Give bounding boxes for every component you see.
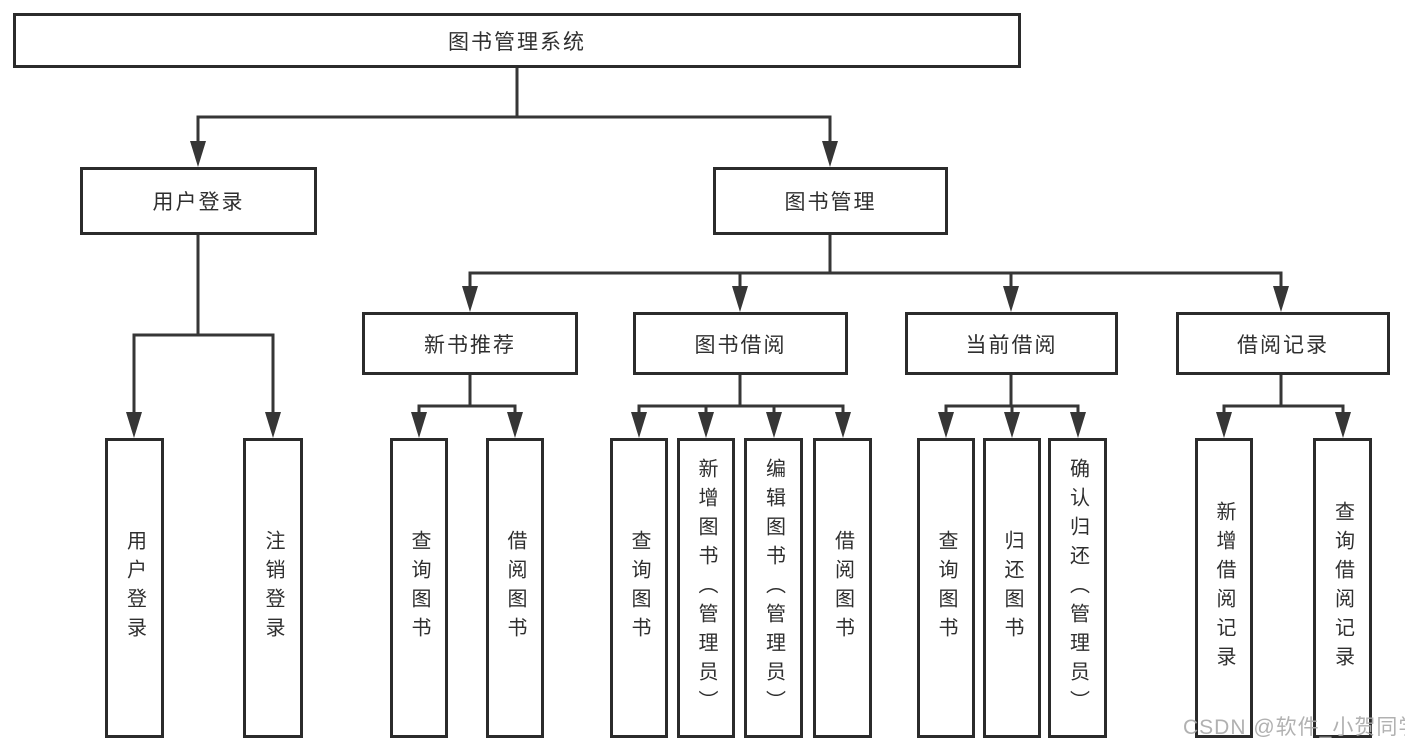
leaf-confirm-return-admin: 确认归还（管理员） [1048, 438, 1107, 738]
leaf-user-login: 用户登录 [105, 438, 164, 738]
leaf-return-book: 归还图书 [983, 438, 1041, 738]
arrow-down-icon [1216, 412, 1232, 438]
connector-book-management-children [462, 235, 1289, 312]
arrow-down-icon [126, 412, 142, 438]
leaf-query-book-recommend: 查询图书 [390, 438, 448, 738]
node-borrow-record: 借阅记录 [1176, 312, 1390, 375]
node-book-borrow: 图书借阅 [633, 312, 848, 375]
arrow-down-icon [411, 412, 427, 438]
arrow-down-icon [1003, 286, 1019, 312]
node-label: 注销登录 [262, 530, 284, 646]
arrow-down-icon [265, 412, 281, 438]
leaf-edit-book-admin: 编辑图书（管理员） [744, 438, 803, 738]
connector-user-login-children [126, 235, 281, 438]
arrow-down-icon [1004, 412, 1020, 438]
arrow-down-icon [507, 412, 523, 438]
node-label: 编辑图书（管理员） [762, 457, 785, 719]
arrow-down-icon [822, 141, 838, 167]
node-label: 图书管理系统 [448, 30, 586, 54]
node-book-management: 图书管理 [713, 167, 948, 235]
leaf-borrow-book-recommend: 借阅图书 [486, 438, 544, 738]
node-label: 新增借阅记录 [1213, 501, 1235, 675]
arrow-down-icon [190, 141, 206, 167]
node-root: 图书管理系统 [13, 13, 1021, 68]
node-label: 借阅图书 [504, 530, 526, 646]
arrow-down-icon [766, 412, 782, 438]
node-label: 查询借阅记录 [1331, 501, 1354, 675]
node-label: 图书管理 [784, 191, 877, 214]
leaf-add-borrow-record: 新增借阅记录 [1195, 438, 1253, 738]
leaf-query-book-current: 查询图书 [917, 438, 975, 738]
arrow-down-icon [462, 286, 478, 312]
node-label: 用户登录 [123, 530, 146, 646]
connector-new-book-recommend-children [411, 373, 523, 438]
node-label: 借阅图书 [831, 530, 854, 646]
leaf-logout: 注销登录 [243, 438, 303, 738]
arrow-down-icon [835, 412, 851, 438]
node-label: 新书推荐 [424, 333, 516, 357]
leaf-query-book-borrow: 查询图书 [610, 438, 668, 738]
connector-current-borrow-children [938, 373, 1086, 438]
connector-root-to-level2 [190, 66, 838, 167]
arrow-down-icon [1273, 286, 1289, 312]
leaf-add-book-admin: 新增图书（管理员） [677, 438, 735, 738]
node-label: 当前借阅 [965, 333, 1058, 357]
node-label: 确认归还（管理员） [1066, 457, 1089, 719]
node-label: 查询图书 [935, 530, 957, 646]
node-label: 用户登录 [152, 191, 245, 214]
node-label: 图书借阅 [694, 333, 787, 357]
arrow-down-icon [631, 412, 647, 438]
arrow-down-icon [698, 412, 714, 438]
connector-book-borrow-children [631, 373, 851, 438]
node-label: 查询图书 [628, 530, 650, 646]
node-user-login: 用户登录 [80, 167, 317, 235]
leaf-query-borrow-record: 查询借阅记录 [1313, 438, 1372, 738]
arrow-down-icon [1070, 412, 1086, 438]
arrow-down-icon [938, 412, 954, 438]
node-new-book-recommend: 新书推荐 [362, 312, 578, 375]
node-label: 查询图书 [408, 530, 430, 646]
arrow-down-icon [1335, 412, 1351, 438]
node-label: 借阅记录 [1237, 333, 1329, 357]
connector-borrow-record-children [1216, 373, 1351, 438]
watermark: CSDN @软件_小贺同学 [1183, 716, 1405, 739]
node-current-borrow: 当前借阅 [905, 312, 1118, 375]
arrow-down-icon [732, 286, 748, 312]
node-label: 归还图书 [1001, 530, 1023, 646]
leaf-borrow-book: 借阅图书 [813, 438, 872, 738]
node-label: 新增图书（管理员） [695, 457, 717, 719]
